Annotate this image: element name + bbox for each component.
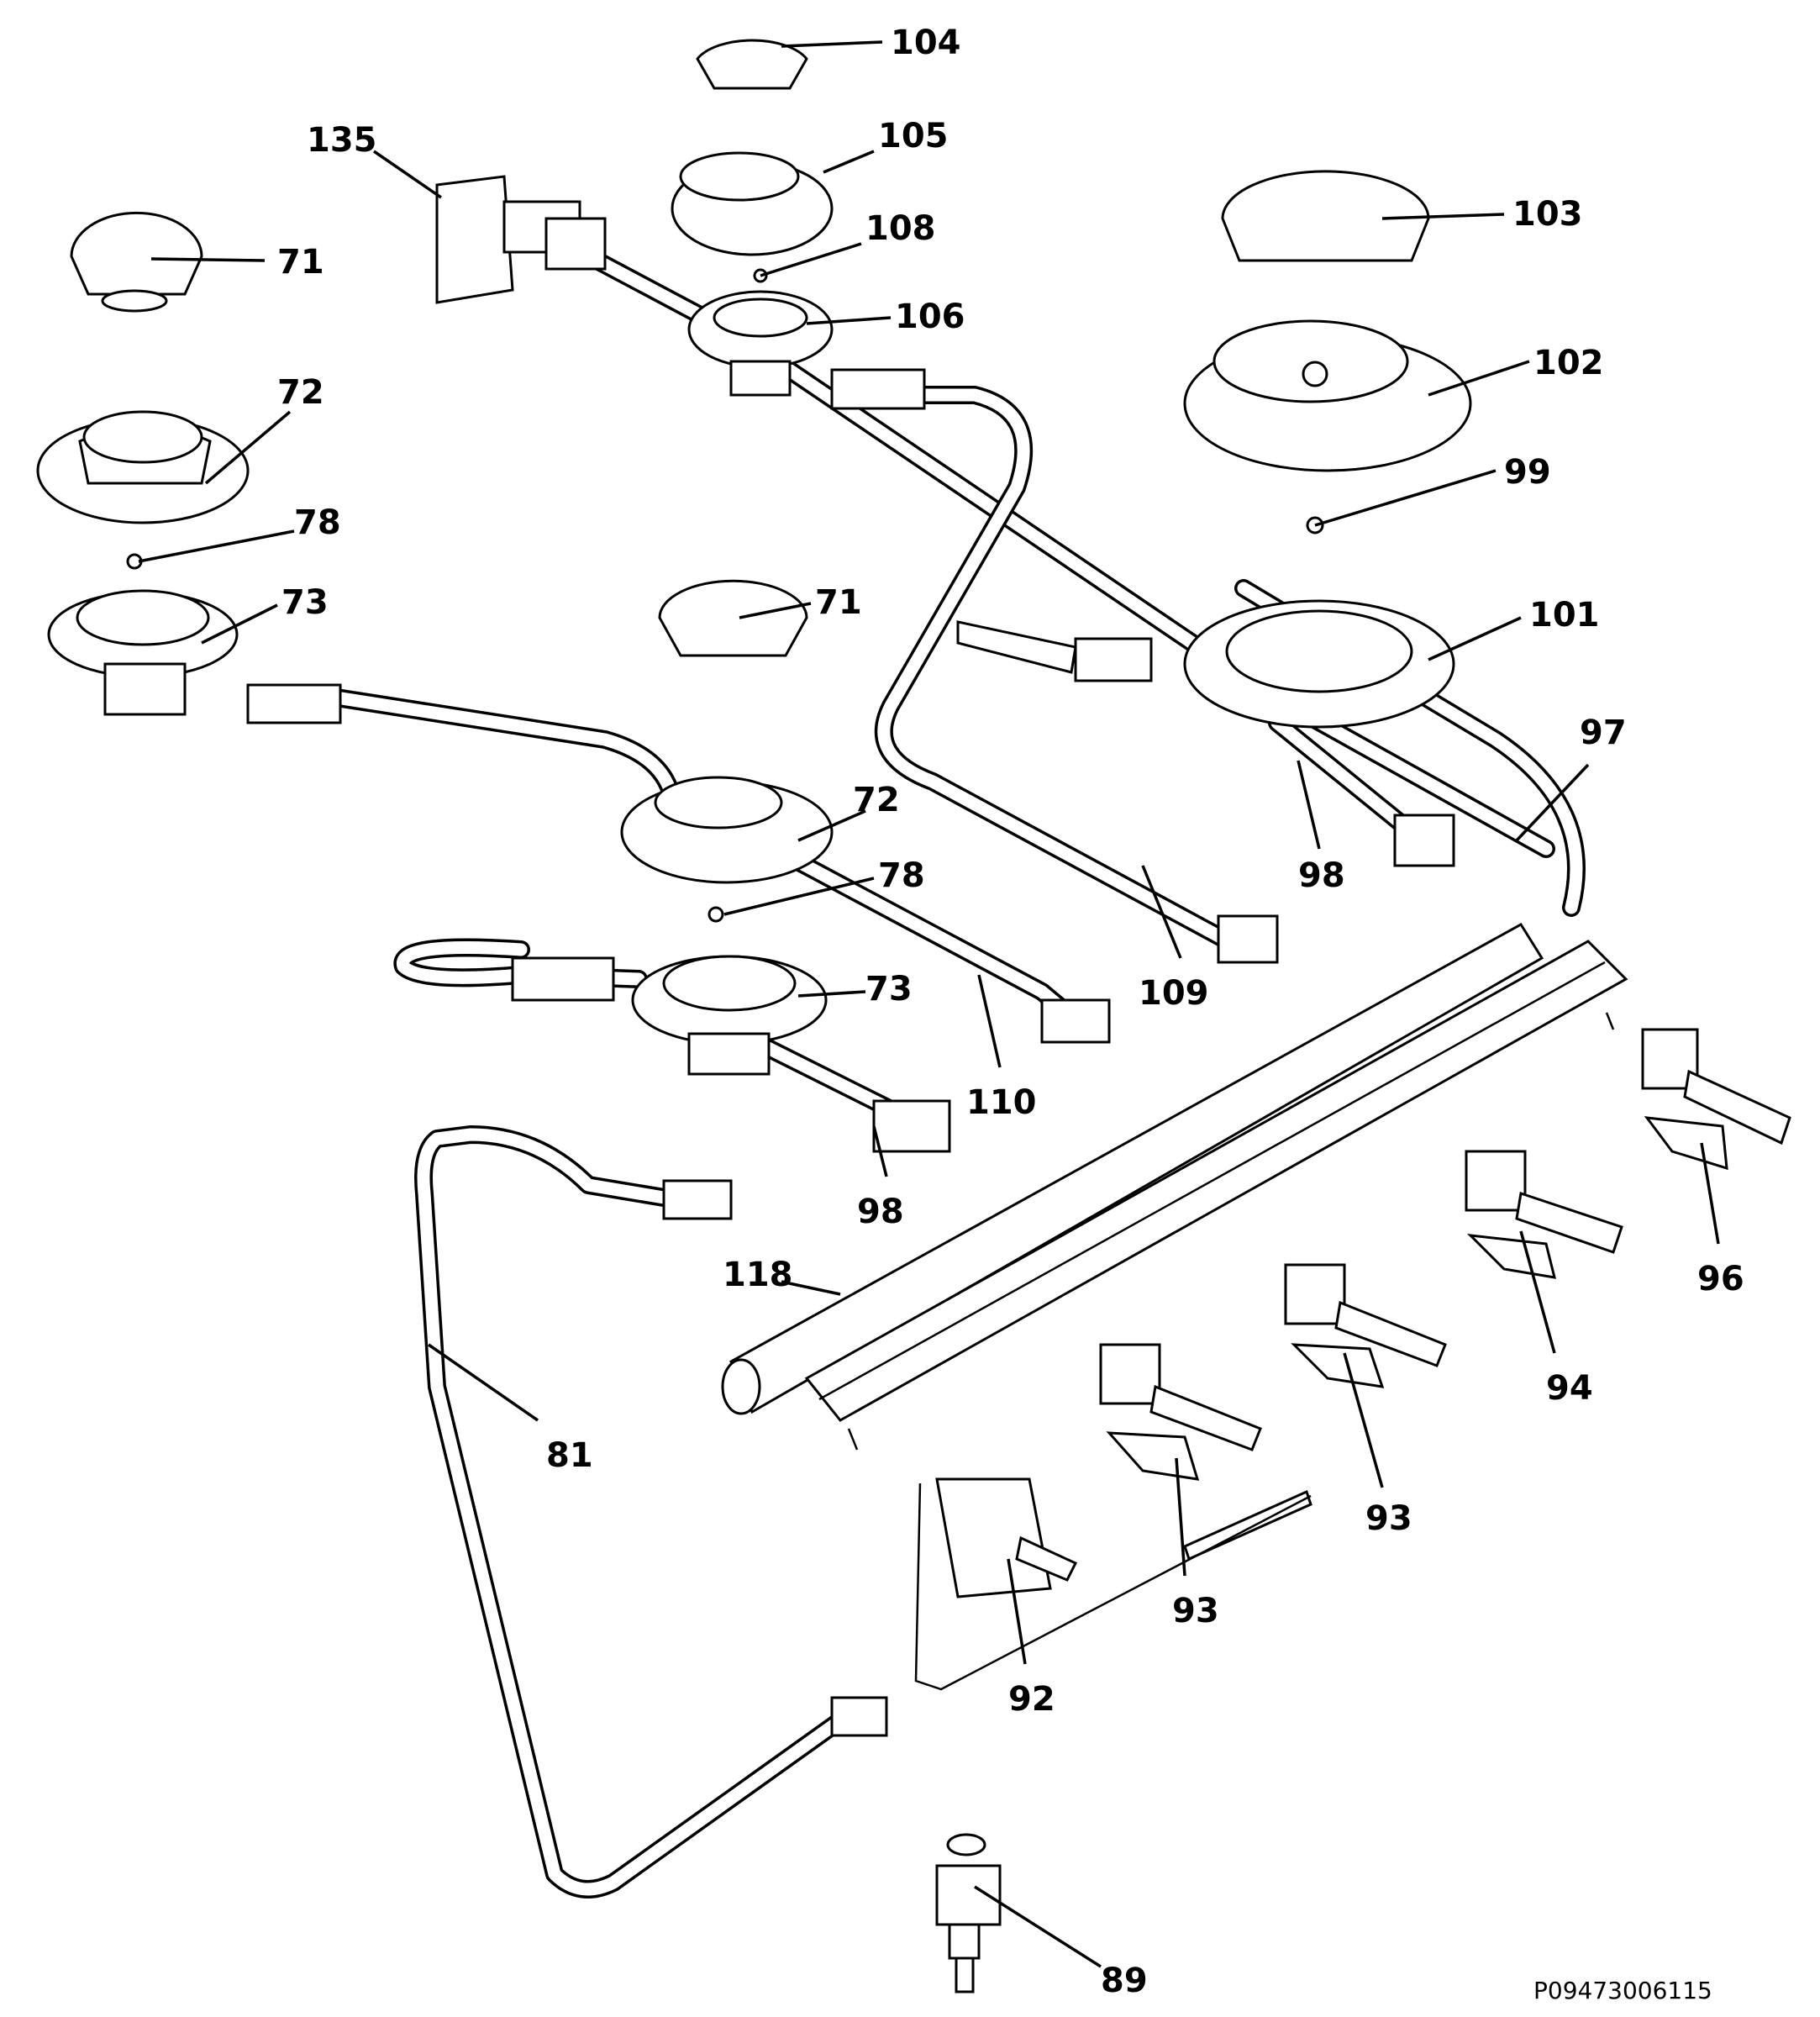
callout-label: 101 (1529, 596, 1600, 635)
callout-labels: 104 105 135 108 106 103 71 72 102 99 78 … (277, 24, 1744, 2000)
callout-label: 118 (723, 1256, 793, 1294)
callout-label: 109 (1139, 974, 1209, 1013)
callout-label: 73 (281, 583, 329, 622)
burner-group-middle (246, 579, 1455, 1737)
burner-group-right (956, 170, 1472, 729)
gas-valve-92 (914, 1477, 1312, 1691)
control-knob-89 (935, 1833, 1002, 1993)
callout-label: 94 (1546, 1369, 1593, 1408)
callout-label: 102 (1533, 344, 1604, 382)
burner-cap-71-left (70, 211, 203, 296)
callout-label: 89 (1101, 1962, 1148, 2000)
callout-label: 81 (546, 1436, 593, 1475)
gas-valve-93-upper (1284, 1263, 1447, 1388)
burner-cap-71-middle (658, 579, 808, 657)
burner-group-left (36, 211, 250, 716)
callout-label: 78 (878, 856, 925, 895)
burner-rail (721, 922, 1628, 1451)
callout-label: 135 (307, 121, 377, 160)
gas-valves (914, 1028, 1791, 1691)
callout-label: 92 (1008, 1680, 1055, 1719)
callout-label: 71 (277, 243, 324, 282)
callout-label: 99 (1504, 453, 1551, 492)
callout-label: 105 (878, 117, 949, 155)
figure-code: P09473006115 (1533, 1977, 1712, 2004)
callout-label: 93 (1172, 1592, 1219, 1630)
elbow-connector-135 (435, 175, 514, 304)
callout-label: 96 (1697, 1260, 1744, 1298)
callout-label: 73 (865, 970, 913, 1008)
gas-valve-94 (1465, 1150, 1623, 1279)
burner-cap-104 (696, 39, 808, 90)
callout-label: 93 (1365, 1499, 1412, 1538)
callout-label: 106 (895, 298, 965, 336)
callout-label: 98 (857, 1193, 904, 1231)
gas-valve-93-lower (1099, 1343, 1312, 1561)
callout-label: 98 (1298, 856, 1345, 895)
leader-lines (138, 40, 1720, 1968)
callout-label: 72 (277, 373, 324, 412)
callout-label: 97 (1580, 714, 1627, 752)
callout-label: 104 (891, 24, 961, 62)
callout-label: 71 (815, 583, 862, 622)
callout-label: 78 (294, 503, 341, 542)
gas-valve-96 (1641, 1028, 1791, 1171)
callout-label: 72 (853, 781, 900, 819)
callout-label: 103 (1512, 195, 1583, 234)
callout-label: 110 (966, 1083, 1037, 1122)
burner-group-centre (435, 39, 926, 410)
callout-label: 108 (865, 209, 936, 248)
burner-cap-103 (1221, 170, 1430, 262)
